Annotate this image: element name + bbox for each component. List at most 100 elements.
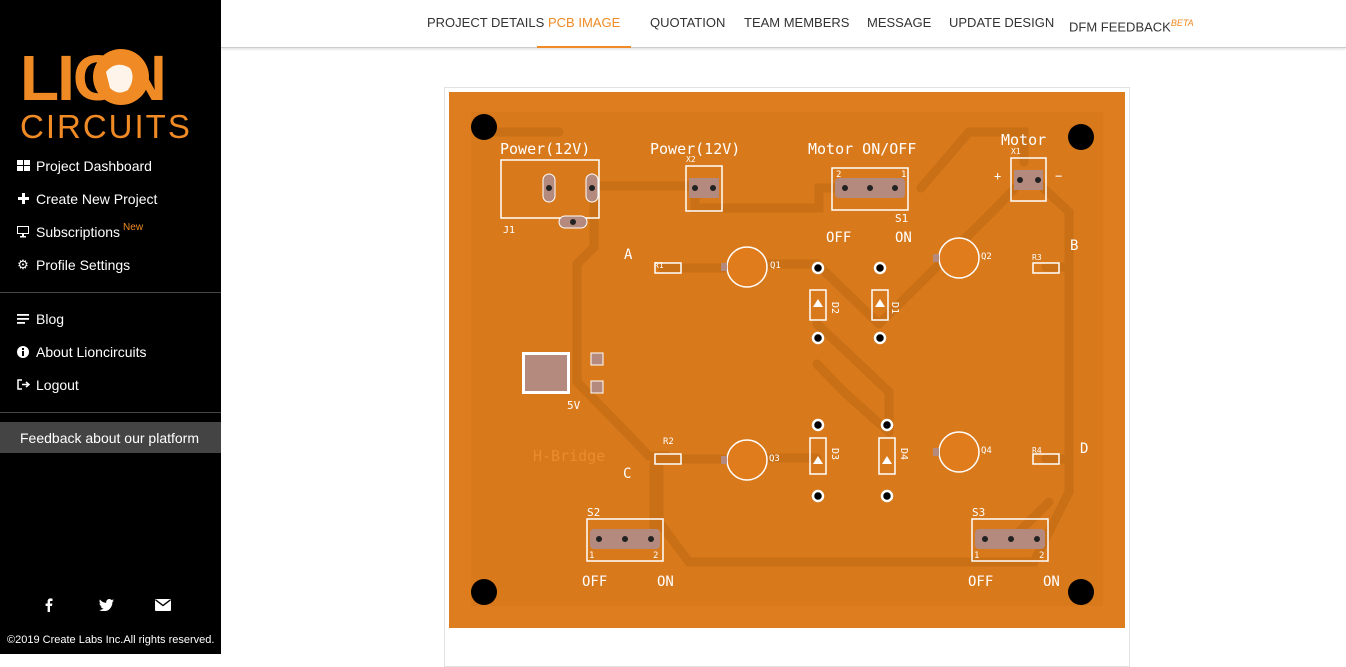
- secondary-nav: Blog About Lioncircuits Logout: [0, 302, 221, 401]
- tab-label: MESSAGE: [867, 15, 932, 30]
- silk-label-d1: D1: [889, 302, 900, 314]
- node-label-c: C: [623, 466, 631, 482]
- silk-label-s2: S2: [587, 506, 600, 519]
- facebook-icon[interactable]: [39, 595, 59, 615]
- feedback-button[interactable]: Feedback about our platform: [0, 422, 221, 453]
- silk-label-5v: 5V: [567, 399, 581, 412]
- silk-label-motor: Motor: [1001, 131, 1046, 149]
- tab-label: TEAM MEMBERS: [744, 15, 850, 30]
- silk-label-power2: Power(12V): [650, 140, 740, 158]
- tab-project-details[interactable]: PROJECT DETAILS: [427, 0, 544, 48]
- mounting-holes: [471, 114, 1094, 605]
- silk-label-q3: Q3: [769, 454, 780, 464]
- nav-label: Logout: [36, 376, 79, 393]
- nav-label: About Lioncircuits: [36, 343, 147, 360]
- silk-pin-label: 1: [901, 170, 906, 180]
- silk-label-q1: Q1: [770, 261, 781, 271]
- dashboard-icon: [16, 159, 30, 173]
- silk-label-x2: X2: [686, 155, 696, 164]
- silk-label-h-bridge: H-Bridge: [533, 447, 605, 465]
- silk-label-r2: R2: [663, 437, 674, 447]
- silk-label-j1: J1: [503, 225, 515, 236]
- tab-update-design[interactable]: UPDATE DESIGN: [949, 0, 1054, 48]
- nav-label: Profile Settings: [36, 256, 131, 273]
- silk-label-d3: D3: [829, 448, 840, 460]
- nav-subscriptions[interactable]: Subscriptions New: [0, 215, 221, 248]
- transistors: [726, 237, 980, 481]
- tab-message[interactable]: MESSAGE: [867, 0, 931, 48]
- new-badge: New: [123, 222, 144, 233]
- silk-label-r4: R4: [1032, 446, 1042, 455]
- resistors: [654, 262, 1060, 465]
- silk-label-r3: R3: [1032, 253, 1042, 262]
- silk-label-d4: D4: [898, 448, 909, 460]
- tab-team-members[interactable]: TEAM MEMBERS: [744, 0, 849, 48]
- node-label-a: A: [624, 247, 633, 263]
- gear-icon: ⚙: [17, 256, 29, 272]
- mounting-hole: [1068, 579, 1094, 605]
- beta-badge: BETA: [1170, 18, 1194, 28]
- node-label-d: D: [1080, 441, 1088, 457]
- terminal-x1-motor: Motor X1 + −: [994, 131, 1062, 202]
- lioncircuits-logo[interactable]: LION CIRCUITS: [18, 42, 202, 142]
- main-nav: Project Dashboard Create New Project Sub…: [0, 149, 221, 281]
- project-tabs: PROJECT DETAILS PCB IMAGE QUOTATION TEAM…: [221, 0, 1346, 48]
- monitor-icon: [16, 225, 30, 239]
- switch-s3: S3 1 2 OFF ON: [968, 506, 1060, 590]
- silk-label-d2: D2: [829, 302, 840, 314]
- tab-label: UPDATE DESIGN: [949, 15, 1055, 30]
- pcb-image: Power(12V) J1 Power(12V) X2 Motor ON/OFF…: [449, 92, 1125, 628]
- silk-pin-label: 2: [1039, 551, 1044, 561]
- silk-label-q4: Q4: [981, 446, 992, 456]
- sidebar-divider: [0, 292, 221, 293]
- sidebar: LION CIRCUITS Project Dashboard Create N…: [0, 0, 221, 654]
- silk-label-off: OFF: [826, 230, 851, 246]
- lion-mane-shape: [106, 64, 133, 93]
- silk-label-power1: Power(12V): [500, 140, 590, 158]
- info-icon: [16, 345, 30, 359]
- nav-project-dashboard[interactable]: Project Dashboard: [0, 149, 221, 182]
- silk-label-plus: +: [994, 169, 1001, 183]
- silk-label-s3: S3: [972, 506, 985, 519]
- silk-label-motor-switch: Motor ON/OFF: [808, 140, 916, 158]
- mounting-hole: [471, 114, 497, 140]
- terminal-x2: Power(12V) X2: [650, 140, 740, 212]
- silk-label-off: OFF: [968, 574, 993, 590]
- silk-pin-label: 2: [653, 551, 658, 561]
- silk-label-minus: −: [1055, 169, 1062, 183]
- nav-about[interactable]: About Lioncircuits: [0, 335, 221, 368]
- silk-outline: [500, 159, 600, 219]
- nav-profile-settings[interactable]: ⚙ Profile Settings: [0, 248, 221, 281]
- nav-blog[interactable]: Blog: [0, 302, 221, 335]
- nav-label: Project Dashboard: [36, 157, 152, 174]
- email-icon[interactable]: [153, 595, 173, 615]
- nav-create-new-project[interactable]: Create New Project: [0, 182, 221, 215]
- sidebar-divider: [0, 412, 221, 413]
- plus-icon: [16, 192, 30, 206]
- regulator-5v: 5V: [522, 352, 604, 412]
- lines-icon: [16, 312, 30, 326]
- diodes: D2 D1 D3 D4: [809, 261, 909, 503]
- silk-label-s1: S1: [895, 212, 908, 225]
- nav-label: Create New Project: [36, 190, 158, 207]
- silk-label-r1: R1: [654, 261, 664, 270]
- nav-label: Blog: [36, 310, 65, 327]
- logo-text-circuits: CIRCUITS: [20, 108, 192, 142]
- twitter-icon[interactable]: [96, 595, 116, 615]
- mounting-hole: [471, 579, 497, 605]
- logout-icon: [16, 378, 30, 392]
- mounting-hole: [1068, 124, 1094, 150]
- nav-logout[interactable]: Logout: [0, 368, 221, 401]
- silk-pin-label: 1: [974, 551, 979, 561]
- tab-dfm-feedback[interactable]: DFM FEEDBACKBETA: [1069, 0, 1194, 48]
- transistor-pads: [721, 254, 939, 464]
- silk-pin-label: 2: [836, 170, 841, 180]
- tab-pcb-image[interactable]: PCB IMAGE: [537, 0, 632, 48]
- tab-label: PCB IMAGE: [548, 15, 621, 30]
- tab-quotation[interactable]: QUOTATION: [650, 0, 725, 48]
- silk-label-on: ON: [1043, 574, 1060, 590]
- silk-label-on: ON: [657, 574, 674, 590]
- silk-label-x1: X1: [1011, 147, 1021, 156]
- tab-label: QUOTATION: [650, 15, 726, 30]
- nav-label: Subscriptions: [36, 223, 121, 240]
